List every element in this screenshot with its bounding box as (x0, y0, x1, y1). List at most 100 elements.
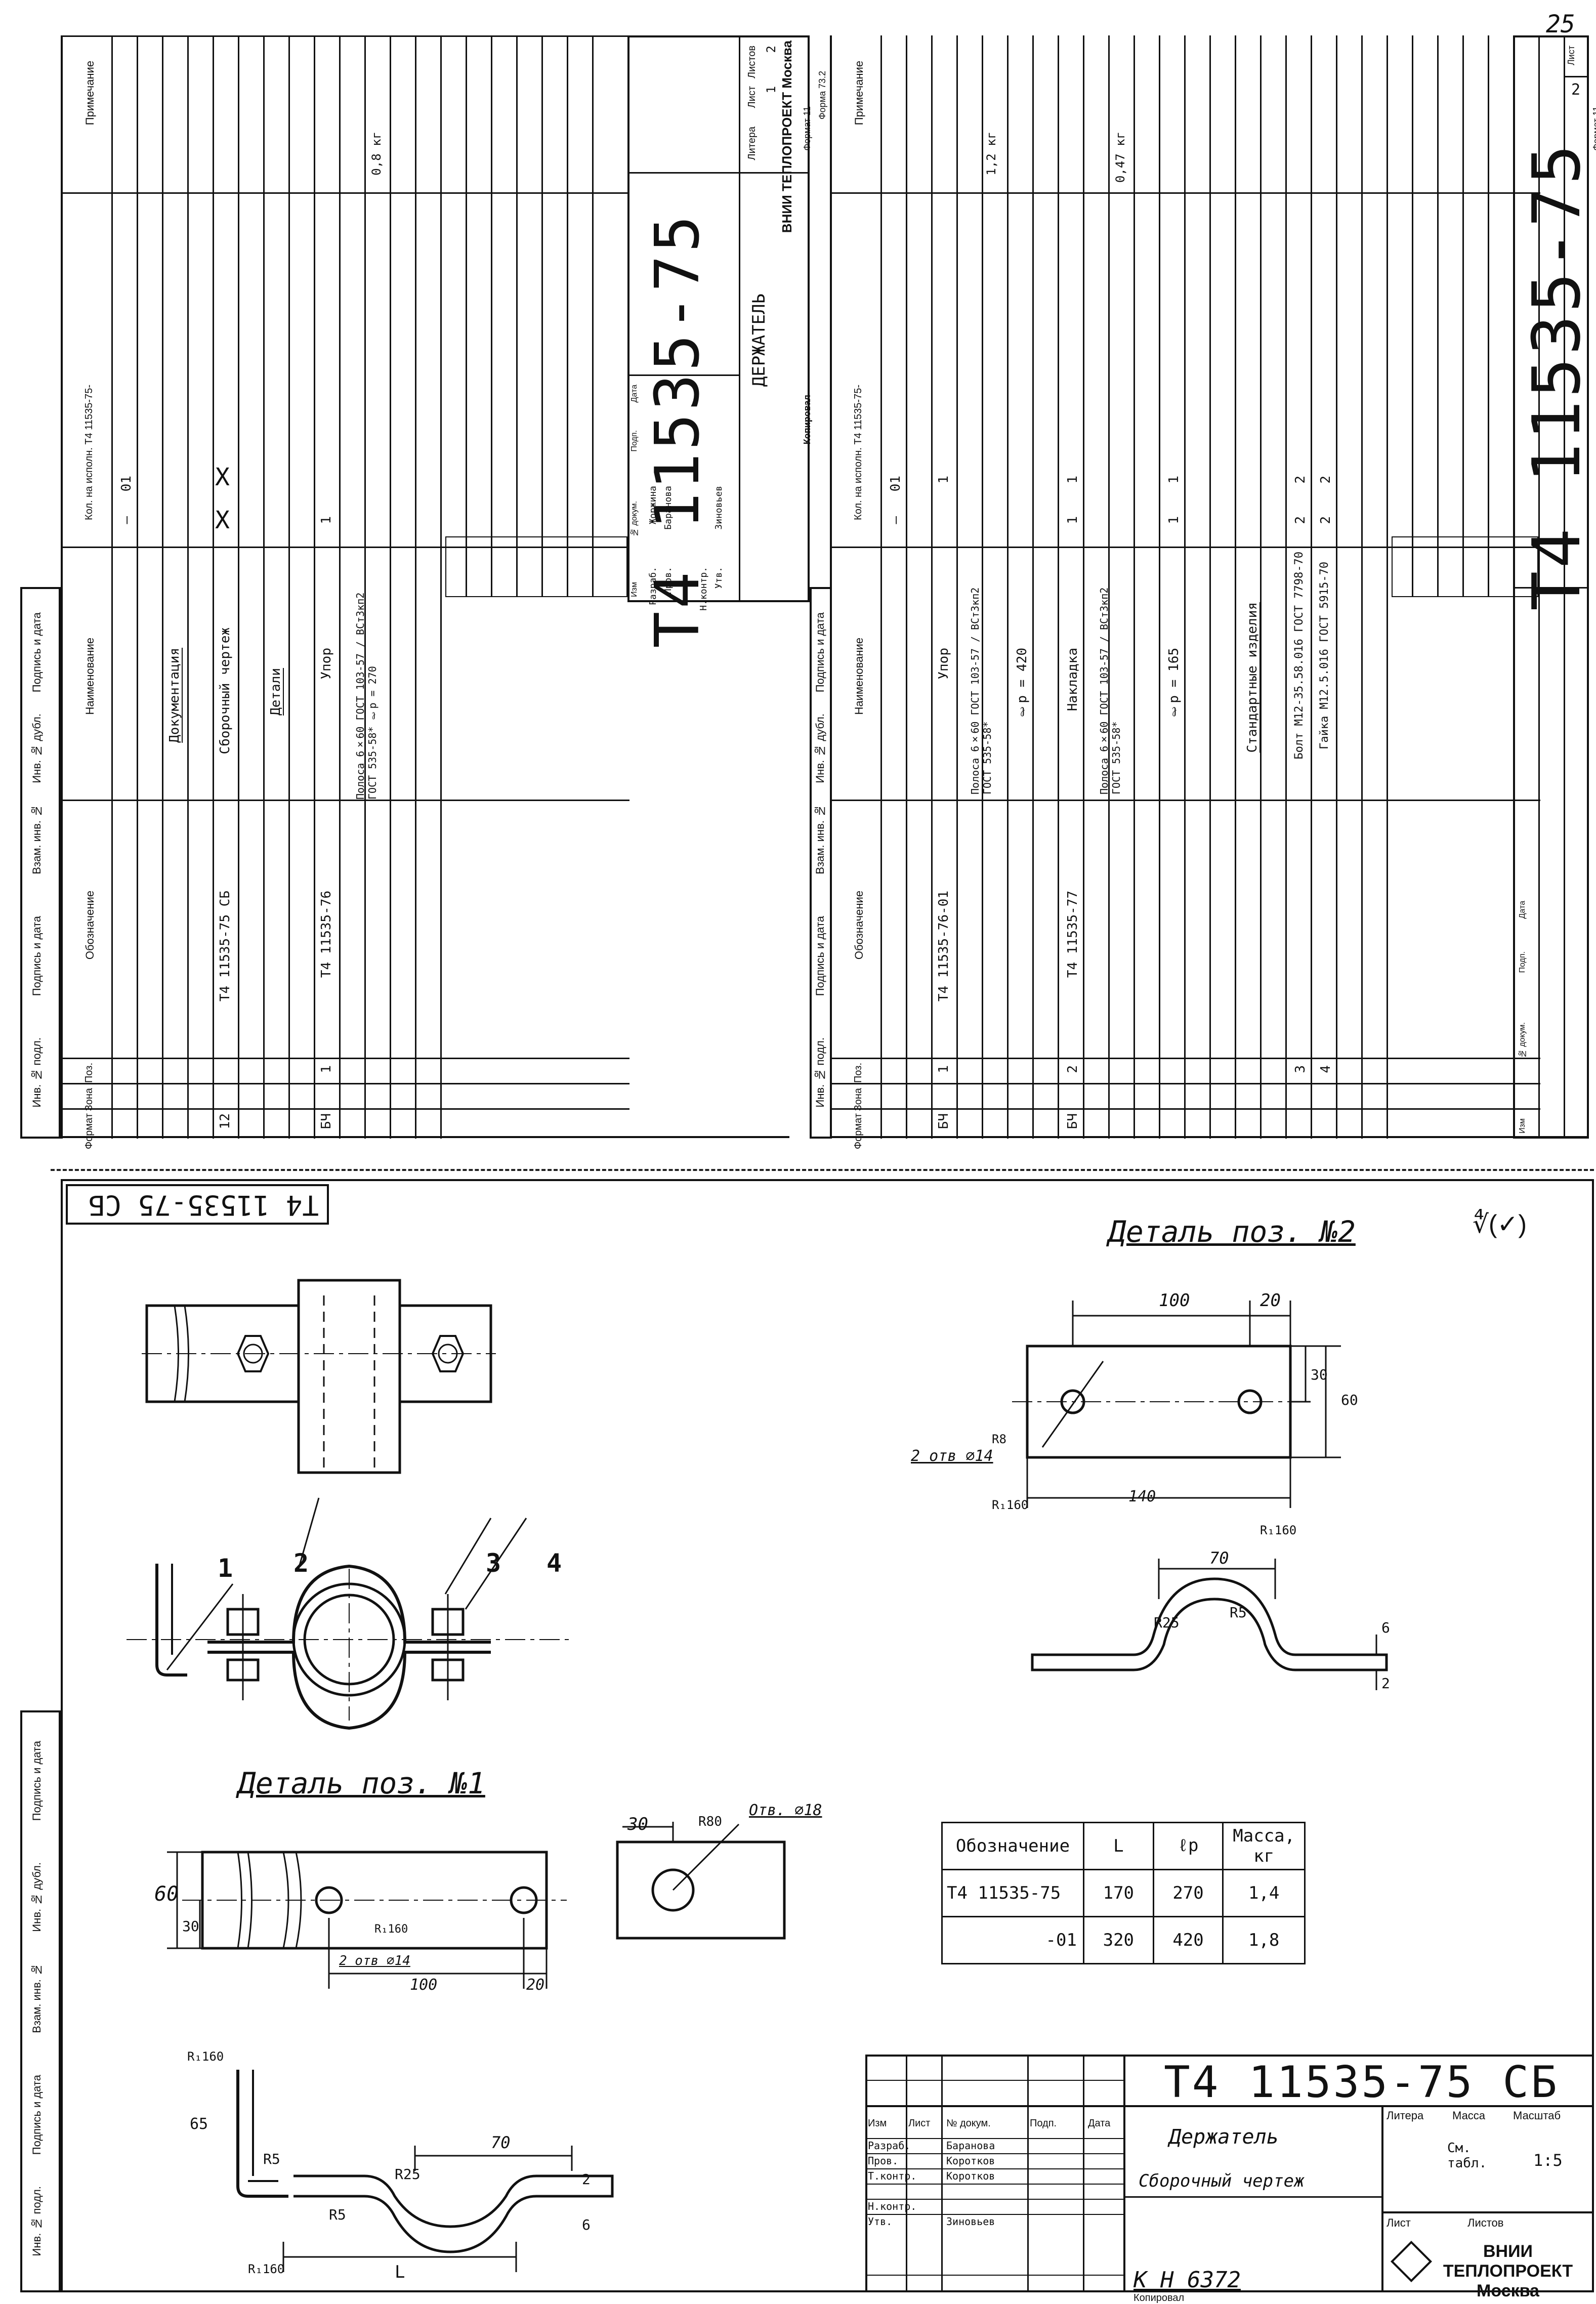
d2-w70: 70 (1209, 1548, 1229, 1568)
s2-condition-mark-box (1392, 536, 1538, 597)
page-separator (51, 1169, 1594, 1171)
d1-h60: 60 (154, 1882, 179, 1906)
tb-head-doc: № докум. (946, 2118, 991, 2129)
tb-code: Т4 11535-75 СБ (1164, 2057, 1559, 2108)
mid-margin-strip (810, 587, 832, 1139)
tb-role-1: Разраб. (868, 2140, 911, 2152)
mass-cell: Т4 11535-75 (941, 1869, 1084, 1917)
drawing-left-margin (20, 1710, 61, 2292)
d2-t2: 2 (1381, 1675, 1390, 1692)
mass-cell: 170 (1082, 1869, 1154, 1917)
condition-mark-box (445, 536, 627, 597)
sheet2-sheet-no: 2 (1571, 81, 1581, 99)
tb-signer-6: Зиновьев (946, 2215, 995, 2228)
d1-r80: R80 (698, 1814, 722, 1829)
d2-dim-140: 140 (1128, 1488, 1156, 1505)
row-assembly-q2: X (215, 463, 230, 491)
tb-org: ВНИИ ТЕПЛОПРОЕКТ Москва (1443, 2242, 1573, 2300)
d2-dim-100: 100 (1159, 1290, 1190, 1311)
tb-inventory: К Н 6372 (1133, 2267, 1241, 2293)
callout-1: 1 (218, 1554, 233, 1583)
tb-head-list: Лист (908, 2118, 931, 2129)
mass-cell: 1,8 (1222, 1916, 1306, 1964)
detail2-title: Деталь поз. №2 (1108, 1214, 1356, 1249)
detail2-plan (1012, 1301, 1341, 1508)
tb-sheets: Листов (1467, 2216, 1504, 2229)
rotated-stamp (66, 1184, 329, 1225)
detail2-profile (1031, 1559, 1388, 1690)
detail1-plan (167, 1851, 567, 1989)
d1-l20: 20 (526, 1976, 545, 1994)
d2-r160b: R₁160 (1260, 1523, 1297, 1537)
d2-t6: 6 (1381, 1619, 1390, 1636)
d1-s30: 30 (627, 1814, 648, 1834)
tb-name: Держатель (1169, 2125, 1279, 2149)
d1-h30: 30 (182, 1918, 199, 1935)
detail1-profile (236, 2070, 614, 2272)
row-assembly-q1: X (215, 506, 230, 534)
tb-role-2: Пров. (868, 2155, 899, 2167)
d2-dim-20: 20 (1260, 1290, 1281, 1311)
left-margin-strip (20, 587, 61, 1139)
d1-r160c: R₁160 (248, 2262, 285, 2276)
d2-holes: 2 отв ⌀14 (911, 1447, 993, 1465)
d1-r25: R25 (395, 2166, 421, 2183)
d1-w70: 70 (491, 2133, 511, 2152)
title-block (865, 2055, 1594, 2292)
tb-litera: Литера (1387, 2109, 1424, 2122)
d1-t6: 6 (582, 2216, 591, 2233)
tb-signer-2: Коротков (946, 2155, 995, 2167)
mass-th-L: L (1082, 1822, 1154, 1870)
callout-3: 3 (486, 1548, 501, 1578)
mass-th-designation: Обозначение (941, 1822, 1084, 1870)
d1-holes: 2 отв ⌀14 (339, 1953, 410, 1968)
tb-signer-3: Коротков (946, 2170, 995, 2182)
d1-r160b: R₁160 (187, 2049, 224, 2064)
d1-L: L (395, 2262, 405, 2282)
detail1-side (616, 1822, 786, 1940)
d1-t2: 2 (582, 2171, 591, 2188)
mass-th-lp: ℓр (1152, 1822, 1224, 1870)
d1-h65: 65 (190, 2115, 208, 2133)
sheet1-title-block (627, 35, 810, 602)
assembly-top-view (142, 1279, 496, 1474)
d2-dim-60: 60 (1341, 1392, 1358, 1408)
mass-th-mass: Масса, кг (1222, 1822, 1306, 1870)
d2-r8: R8 (992, 1432, 1006, 1446)
tb-head-izm: Изм (868, 2118, 887, 2129)
d1-l100: 100 (410, 1976, 438, 1994)
tb-sheet: Лист (1387, 2216, 1411, 2229)
callout-4: 4 (547, 1548, 562, 1578)
mass-table-header: Обозначение L ℓр Масса, кг (941, 1822, 1306, 1870)
mass-cell: 320 (1082, 1916, 1154, 1964)
d1-hole18: Отв. ⌀18 (749, 1802, 822, 1819)
tb-role-5: Н.контр. (868, 2200, 917, 2212)
tb-scale-val: 1:5 (1533, 2151, 1563, 2170)
tb-role-6: Утв. (868, 2215, 893, 2228)
tb-doc-type: Сборочный чертеж (1139, 2171, 1305, 2191)
detail1-title: Деталь поз. №1 (238, 1766, 485, 1800)
callout-2: 2 (293, 1548, 309, 1578)
mass-table-row: -01 320 420 1,8 (941, 1916, 1306, 1964)
mass-table: Обозначение L ℓр Масса, кг Т4 11535-75 1… (941, 1822, 1306, 1964)
tb-mass: Масса (1452, 2109, 1486, 2122)
drawing-frame (61, 1179, 1594, 2292)
d2-r25: R25 (1154, 1614, 1180, 1631)
d1-r5b: R5 (329, 2206, 346, 2223)
d2-r5: R5 (1230, 1604, 1247, 1621)
d2-dim-30: 30 (1311, 1366, 1328, 1383)
tb-scale: Масштаб (1513, 2109, 1561, 2122)
assembly-front-view (127, 1497, 572, 1730)
mass-cell: -01 (941, 1916, 1084, 1964)
tb-mass-val: См. табл. (1447, 2141, 1487, 2171)
mass-cell: 270 (1152, 1869, 1224, 1917)
d2-r160a: R₁160 (992, 1498, 1029, 1512)
tb-signer-1: Баранова (946, 2140, 995, 2152)
d1-r160: R₁160 (374, 1923, 408, 1936)
tb-role-3: Т.контр. (868, 2170, 917, 2182)
mass-table-row: Т4 11535-75 170 270 1,4 (941, 1869, 1306, 1917)
tb-head-date: Дата (1088, 2118, 1111, 2129)
mass-cell: 1,4 (1222, 1869, 1306, 1917)
tb-head-sign: Подп. (1030, 2118, 1057, 2129)
